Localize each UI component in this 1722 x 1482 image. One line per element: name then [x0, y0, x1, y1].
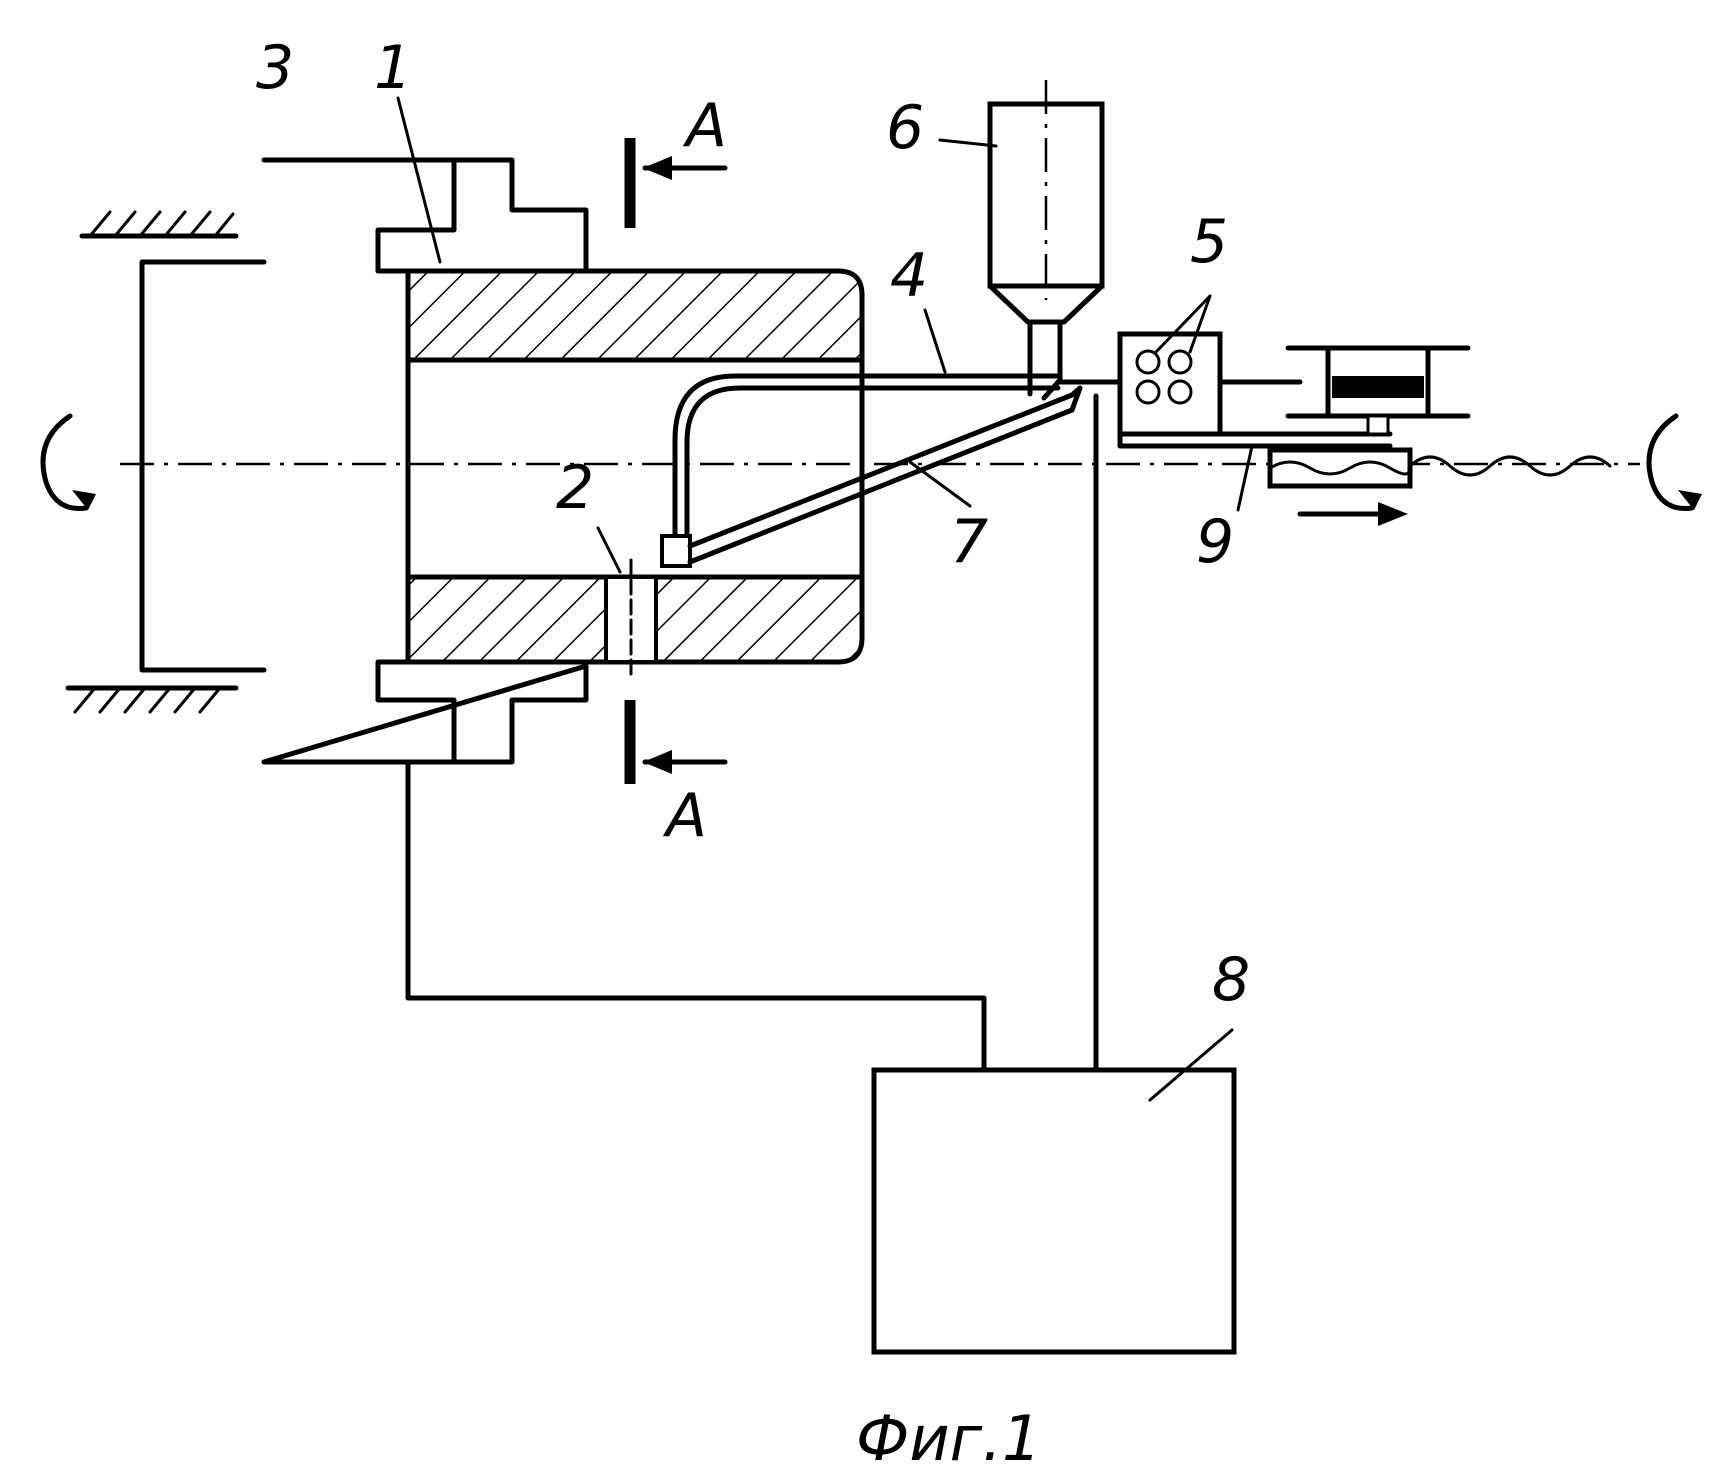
- rotation-arrow-right: [1649, 416, 1702, 510]
- rotation-arrow-left: [43, 416, 96, 510]
- leader-4: [925, 310, 945, 372]
- feed-direction-arrow: [1300, 502, 1408, 526]
- figure-caption: Фиг.1: [856, 1402, 1041, 1475]
- section-label-top: A: [682, 91, 727, 161]
- leader-1: [398, 98, 440, 262]
- label-6: 6: [886, 93, 924, 163]
- mold-wall-top: [408, 271, 862, 360]
- roller-block-5: [1120, 334, 1220, 434]
- fixed-support-top: [82, 212, 236, 236]
- label-4: 4: [890, 241, 928, 311]
- leader-9: [1238, 446, 1252, 510]
- label-2: 2: [556, 453, 594, 523]
- section-label-bottom: A: [662, 781, 707, 851]
- label-9: 9: [1196, 507, 1234, 577]
- fixed-support-bottom: [68, 688, 236, 712]
- electrode-4: [675, 376, 1058, 538]
- label-8: 8: [1212, 945, 1250, 1015]
- label-3: 3: [256, 33, 294, 103]
- label-7: 7: [950, 507, 988, 577]
- label-1: 1: [374, 33, 412, 103]
- inclined-arm-7: [690, 395, 1072, 562]
- leader-7: [910, 462, 970, 506]
- section-mark-bottom: [630, 700, 725, 784]
- feeder-6: [990, 80, 1102, 398]
- leader-2: [598, 528, 620, 572]
- electrode-tip: [662, 536, 690, 566]
- drive-shaft: [142, 262, 264, 670]
- control-unit-8: [874, 1070, 1234, 1352]
- label-5: 5: [1190, 207, 1228, 277]
- faceplate-3: [264, 160, 586, 762]
- mold-holder: [378, 160, 454, 762]
